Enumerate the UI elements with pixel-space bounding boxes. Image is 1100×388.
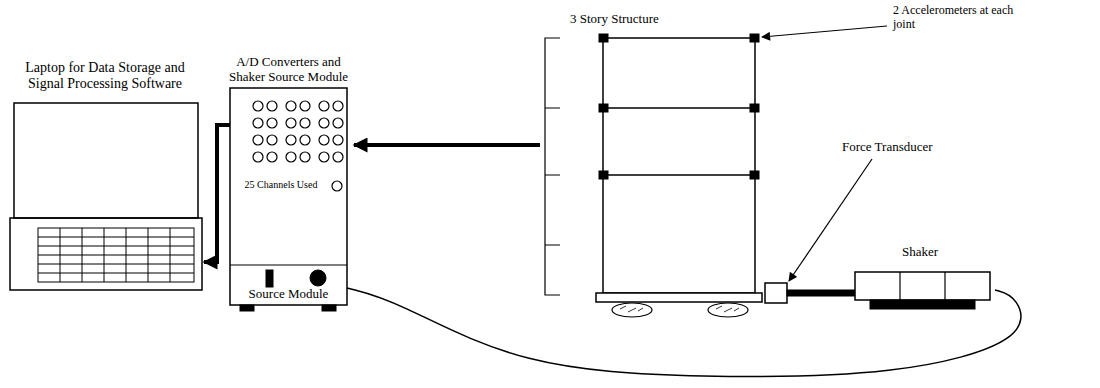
callout-label: Force Transducer bbox=[842, 140, 972, 155]
laptop-node: Laptop for Data Storage and Signal Proce… bbox=[8, 58, 204, 292]
leader-line bbox=[789, 159, 872, 281]
signal-arrow bbox=[204, 125, 230, 262]
signal-arrow bbox=[354, 143, 540, 147]
node-label: 3 Story Structure bbox=[570, 12, 710, 27]
shaker-node: Shaker bbox=[850, 245, 995, 312]
node-label: A/D Converters and Shaker Source Module bbox=[225, 55, 352, 85]
node-label: Source Module bbox=[236, 287, 341, 302]
leader-line bbox=[762, 26, 887, 37]
node-label: 25 Channels Used bbox=[232, 179, 330, 191]
ad-converter-drawing bbox=[230, 88, 347, 311]
laptop-drawing bbox=[10, 103, 202, 290]
shaker-drawing bbox=[765, 272, 990, 309]
structure-node: 3 Story Structure bbox=[540, 10, 765, 315]
ad-converter-box: A/D Converters and Shaker Source Module2… bbox=[230, 55, 354, 307]
source-module-panel: Source Module bbox=[230, 265, 347, 305]
callout-label: 2 Accelerometers at each joint bbox=[893, 4, 1021, 32]
shaker-cable bbox=[347, 288, 1021, 377]
node-label: Shaker bbox=[902, 245, 962, 260]
node-label: Laptop for Data Storage and Signal Proce… bbox=[8, 60, 202, 92]
structure-drawing bbox=[545, 34, 762, 317]
